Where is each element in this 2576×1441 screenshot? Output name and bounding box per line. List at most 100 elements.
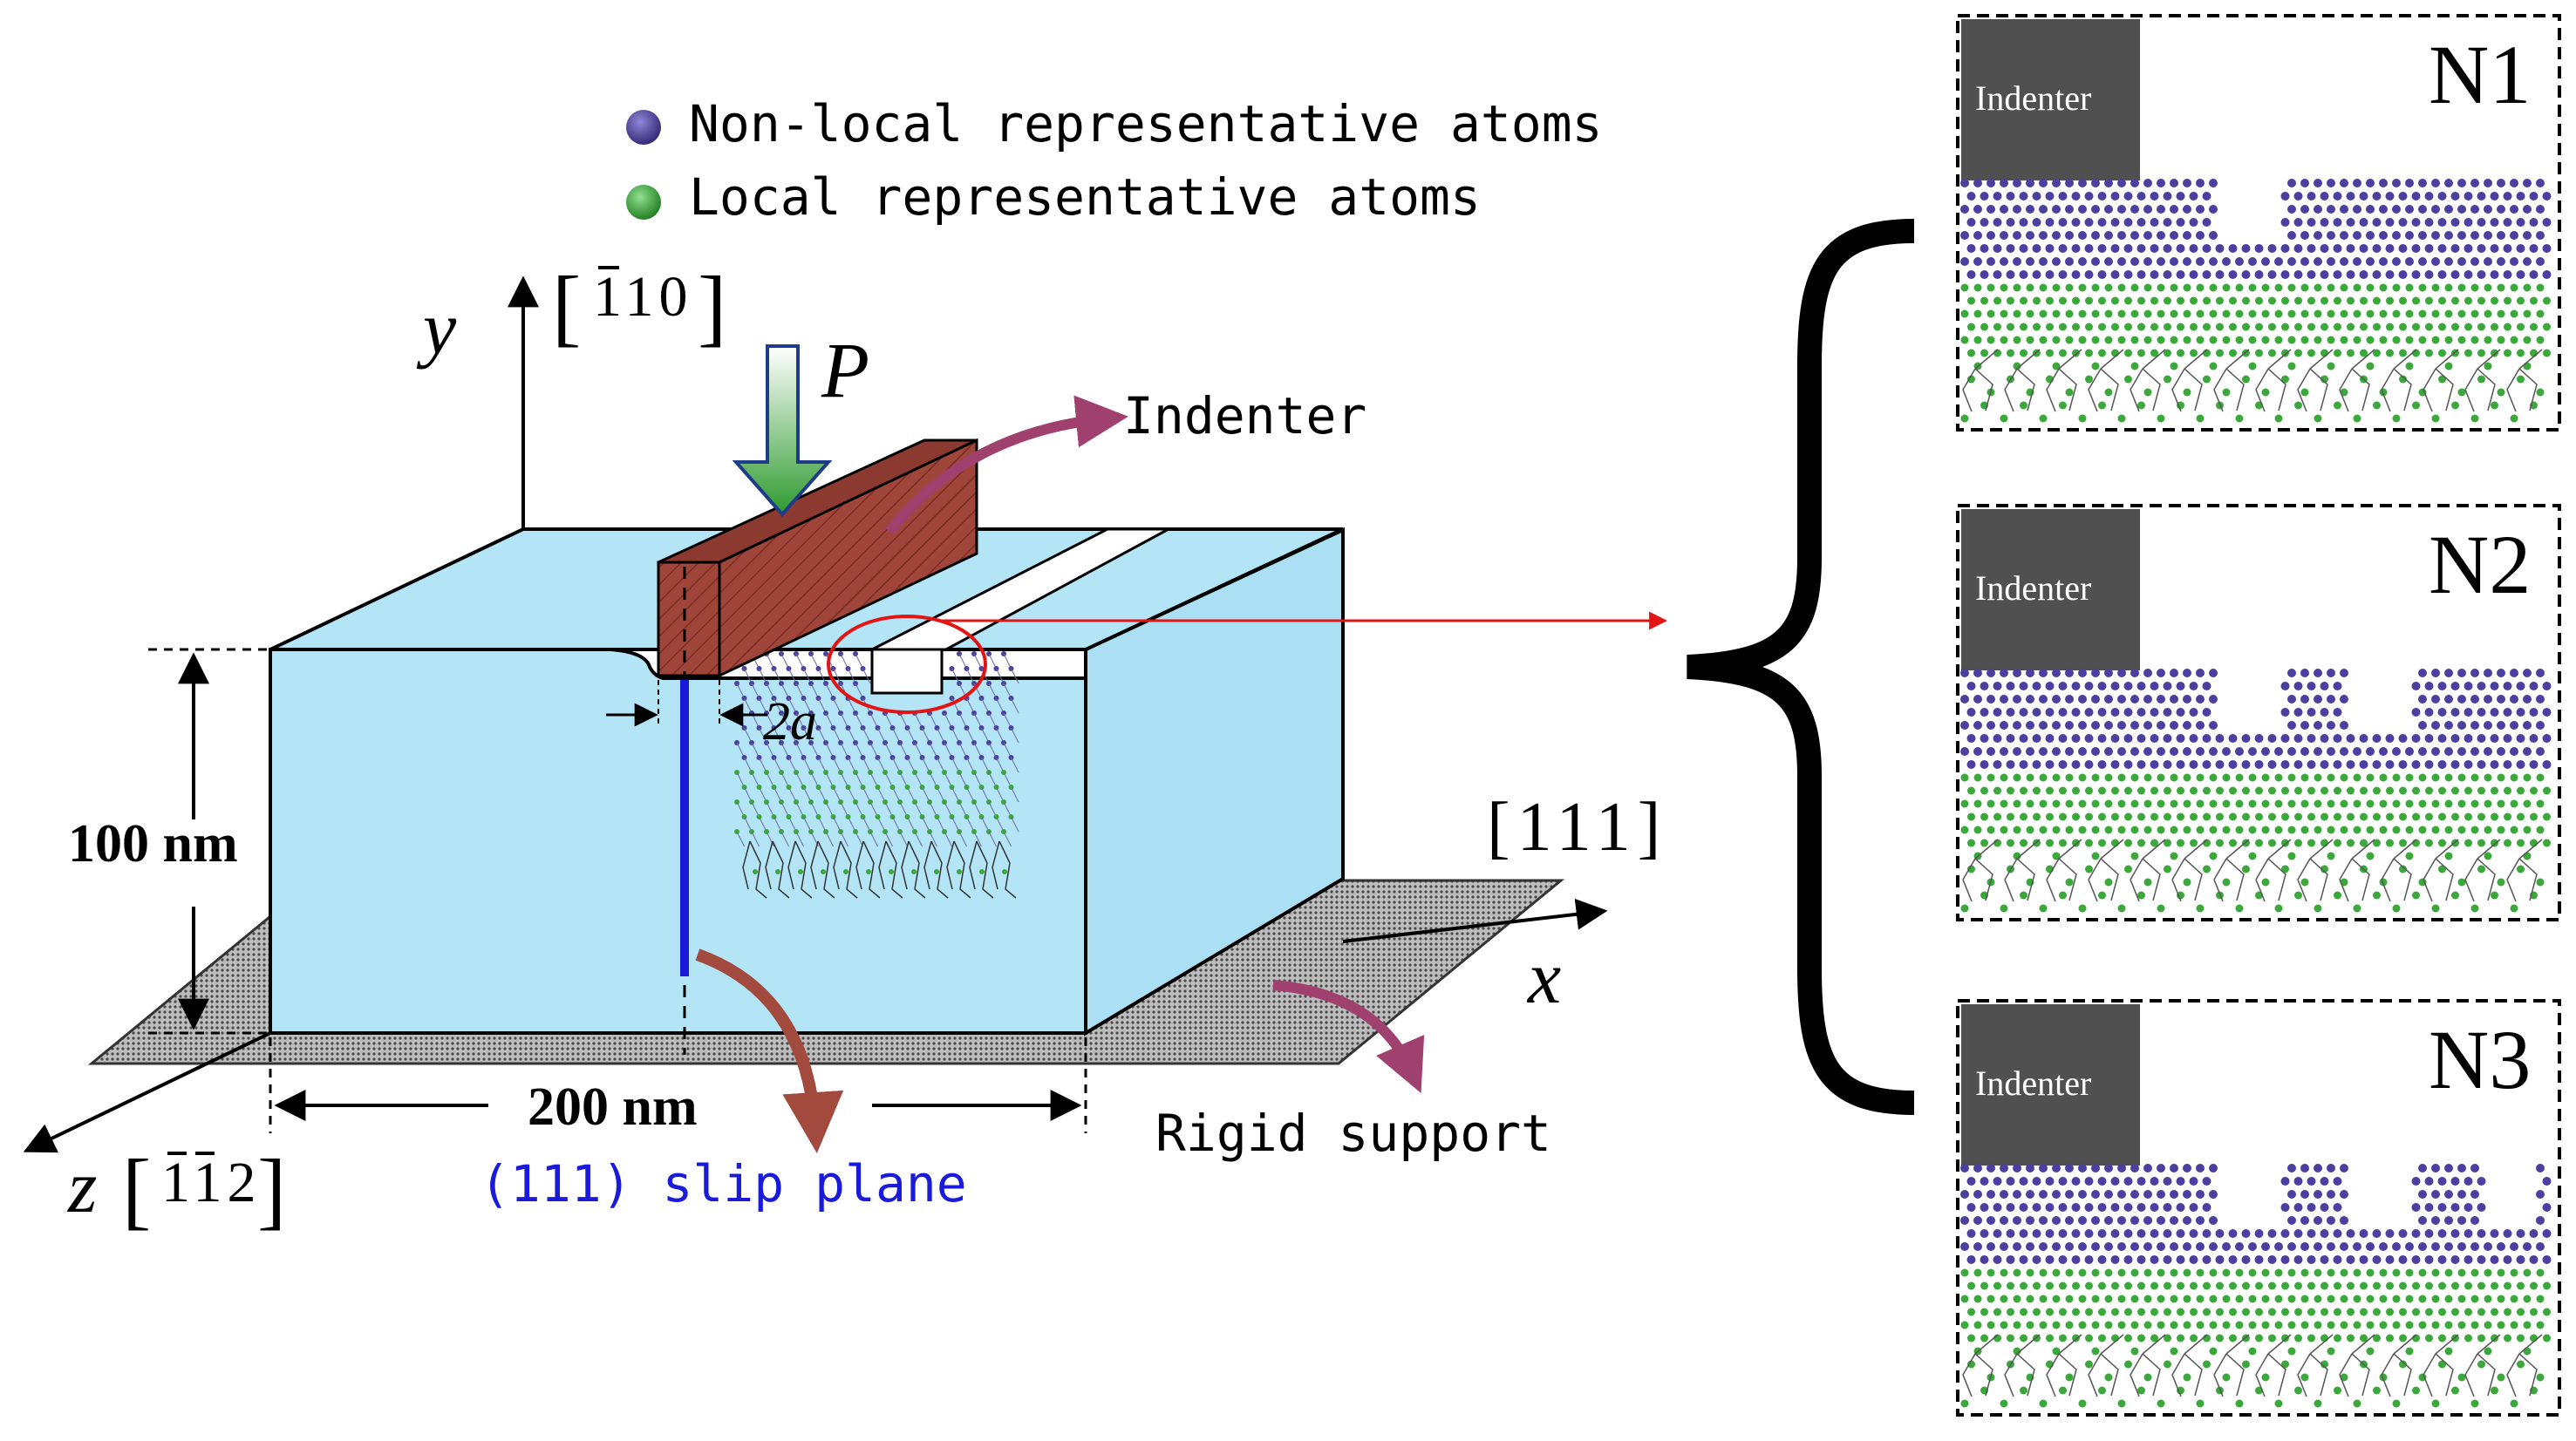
atom-dot: [2013, 721, 2021, 730]
atom-dot: [2314, 1216, 2322, 1225]
atom-dot: [2255, 1334, 2263, 1342]
atom-dot: [2287, 336, 2296, 344]
atom-dot: [2241, 270, 2251, 279]
atom-dot: [2464, 1229, 2473, 1238]
atom-dot: [2517, 786, 2525, 795]
atom-dot: [2418, 1295, 2427, 1303]
atom-dot: [2065, 878, 2074, 887]
atom-dot: [2333, 1229, 2342, 1238]
atom-dot: [2202, 1203, 2211, 1212]
coarse-cell: [2088, 349, 2124, 412]
atom-dot: [2503, 1229, 2512, 1238]
atom-dot: [2497, 283, 2505, 292]
atom-bond: [981, 697, 990, 714]
atom-dot: [1960, 1321, 1969, 1329]
coarse-cell: [923, 840, 949, 899]
atom-dot: [2347, 812, 2355, 821]
atom-dot: [2503, 244, 2512, 253]
atom-dot: [2052, 1268, 2061, 1277]
atom-bond: [780, 831, 789, 847]
atom-dot: [2117, 1216, 2126, 1225]
atom-dot: [2523, 747, 2532, 756]
atom-dot: [2334, 1281, 2341, 1290]
atom-dot: [2209, 179, 2218, 187]
atom-dot: [2091, 1242, 2100, 1251]
atom-dot: [2110, 1255, 2120, 1264]
atom-dot: [2307, 1177, 2316, 1186]
atom-dot: [2078, 205, 2087, 214]
atom-dot: [2320, 1281, 2328, 1290]
atom-dot: [2300, 669, 2309, 677]
atom-dot: [2424, 734, 2434, 743]
atom-bond: [810, 742, 819, 758]
atom-dot: [2058, 244, 2068, 253]
atom-dot: [1967, 375, 1975, 384]
atom-dot: [2491, 1308, 2498, 1316]
atom-dot: [2497, 826, 2505, 834]
atom-bond: [922, 786, 930, 803]
coarse-cell: [2381, 1334, 2417, 1397]
atom-dot: [2431, 309, 2440, 318]
atom-dot: [2444, 852, 2453, 860]
atom-dot: [2327, 695, 2335, 704]
atom-bond: [937, 727, 945, 744]
atom-dot: [2320, 1255, 2329, 1264]
atom-dot: [2294, 891, 2302, 900]
atom-dot: [1960, 904, 1969, 913]
atom-dot: [2268, 1334, 2276, 1342]
atom-dot: [2353, 799, 2361, 808]
atom-dot: [2235, 747, 2244, 756]
atom-dot: [2477, 682, 2486, 690]
atom-bond: [766, 831, 774, 847]
atom-dot: [2517, 375, 2525, 384]
atom-dot: [1973, 179, 1982, 187]
atom-bond: [780, 712, 789, 729]
atom-dot: [2510, 309, 2518, 318]
atom-dot: [1960, 414, 1969, 423]
atom-dot: [2470, 695, 2479, 704]
atom-dot: [2143, 826, 2152, 834]
atom-bond: [848, 697, 856, 714]
atom-dot: [2117, 283, 2126, 292]
atom-dot: [2444, 1190, 2453, 1199]
coarse-cell: [2213, 839, 2250, 902]
atom-dot: [1987, 336, 1995, 344]
atom-dot: [2281, 1334, 2289, 1342]
atom-dot: [2183, 1373, 2191, 1382]
coarse-cell: [969, 840, 994, 899]
atom-dot: [2320, 812, 2328, 821]
atom-dot: [2503, 218, 2512, 227]
atom-dot: [2464, 218, 2473, 227]
atom-dot: [2327, 773, 2335, 782]
atom-dot: [2517, 1308, 2525, 1316]
atom-dot: [2130, 336, 2139, 344]
atom-dot: [2373, 1281, 2381, 1290]
atom-dot: [2431, 336, 2440, 344]
atom-dot: [2137, 786, 2145, 795]
atom-dot: [2170, 695, 2178, 704]
atom-dot: [2457, 1321, 2466, 1329]
atom-dot: [2425, 839, 2433, 847]
atom-dot: [2491, 401, 2498, 410]
atom-dot: [1960, 309, 1969, 318]
atom-dot: [2405, 257, 2414, 266]
atom-dot: [2523, 1295, 2532, 1303]
atom-dot: [2470, 231, 2479, 240]
atom-dot: [2333, 734, 2342, 743]
atom-dot: [2444, 669, 2453, 677]
atom-dot: [2170, 1321, 2178, 1329]
atom-dot: [2183, 1242, 2191, 1251]
atom-dot: [2340, 669, 2348, 677]
atom-dot: [2497, 695, 2505, 704]
atom-dot: [2405, 362, 2414, 370]
atom-dot: [1980, 760, 1989, 769]
atom-dot: [2418, 309, 2427, 318]
atom-bond: [773, 697, 782, 714]
atom-dot: [2450, 708, 2460, 717]
atom-dot: [2431, 773, 2440, 782]
atom-dot: [2431, 1295, 2440, 1303]
atom-dot: [2078, 257, 2087, 266]
atom-dot: [2477, 812, 2485, 821]
atom-dot: [2484, 257, 2492, 266]
atom-dot: [2019, 244, 2028, 253]
